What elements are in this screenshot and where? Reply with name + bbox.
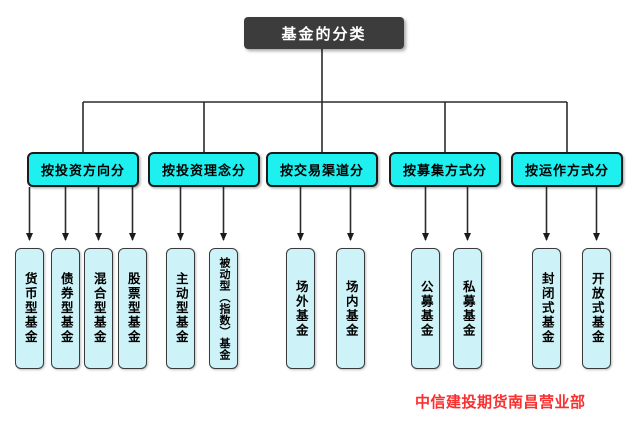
leaf-label: 股票型基金: [125, 272, 140, 345]
leaf-label: 场内基金: [343, 279, 358, 338]
category-trading-channel: 按交易渠道分: [266, 152, 378, 187]
leaf-private-offering-fund: 私募基金: [453, 248, 482, 369]
leaf-otc-fund: 场外基金: [286, 248, 315, 369]
category-label: 按运作方式分: [524, 163, 609, 178]
leaf-hybrid-fund: 混合型基金: [84, 248, 113, 369]
leaf-label: 债券型基金: [58, 272, 73, 345]
leaf-label: 货币型基金: [22, 272, 37, 345]
leaf-closed-end-fund: 封闭式基金: [532, 248, 561, 369]
leaf-bond-fund: 债券型基金: [51, 248, 80, 369]
leaf-label: 场外基金: [293, 279, 308, 338]
footer-brand-text: 中信建投期货南昌营业部: [415, 394, 586, 411]
leaf-passive-index-fund: 被动型（指数）基金: [209, 248, 238, 369]
leaf-money-market-fund: 货币型基金: [15, 248, 44, 369]
leaf-open-end-fund: 开放式基金: [582, 248, 611, 369]
leaf-label: 被动型（指数）基金: [218, 256, 230, 361]
leaf-label: 私募基金: [460, 279, 475, 338]
leaf-exchange-traded-fund: 场内基金: [336, 248, 365, 369]
category-label: 按交易渠道分: [279, 163, 364, 178]
category-fundraising-method: 按募集方式分: [389, 152, 501, 187]
leaf-label: 封闭式基金: [539, 272, 554, 345]
category-label: 按投资理念分: [161, 163, 246, 178]
category-investment-philosophy: 按投资理念分: [148, 152, 260, 187]
root-node-label: 基金的分类: [281, 25, 367, 43]
leaf-public-offering-fund: 公募基金: [411, 248, 440, 369]
leaf-label: 开放式基金: [589, 272, 604, 345]
leaf-label: 公募基金: [418, 279, 433, 338]
root-node-fund-classification: 基金的分类: [244, 17, 404, 49]
category-operation-mode: 按运作方式分: [511, 152, 623, 187]
category-investment-direction: 按投资方向分: [27, 152, 139, 187]
category-label: 按投资方向分: [40, 163, 125, 178]
leaf-active-fund: 主动型基金: [166, 248, 195, 369]
category-label: 按募集方式分: [402, 163, 487, 178]
leaf-equity-fund: 股票型基金: [118, 248, 147, 369]
leaf-label: 主动型基金: [173, 272, 188, 345]
leaf-label: 混合型基金: [91, 272, 106, 345]
